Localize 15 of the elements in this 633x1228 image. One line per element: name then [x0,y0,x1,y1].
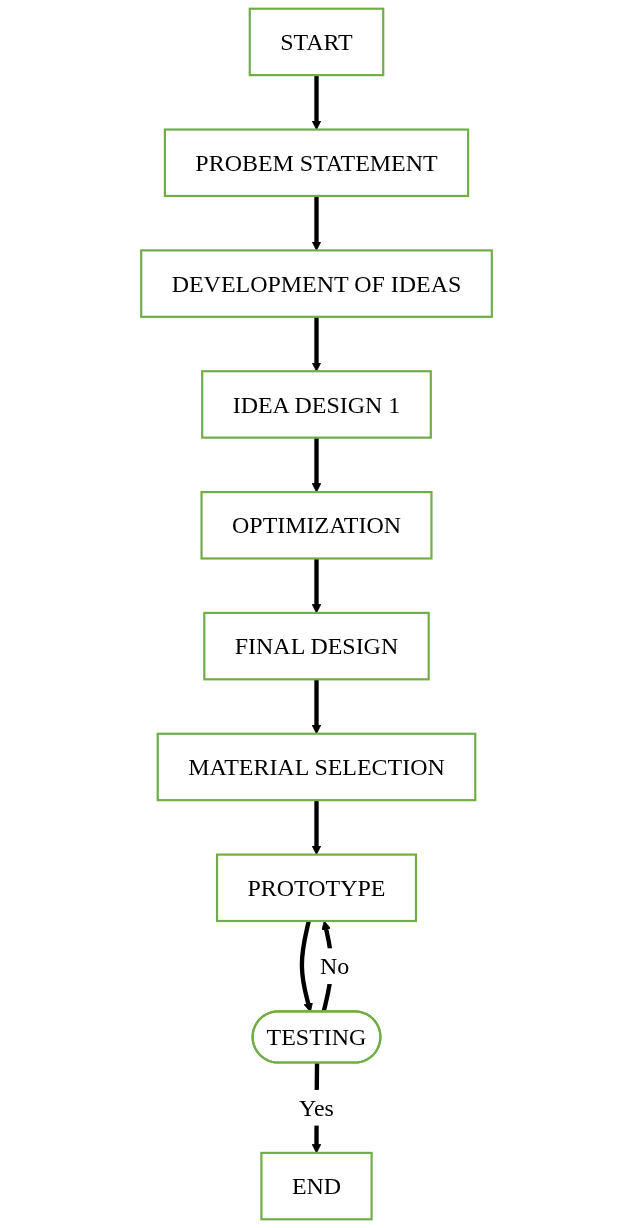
node-box: OPTIMIZATION [200,491,433,560]
edge-label: Yes [299,1094,334,1122]
arrow [311,316,322,372]
node-box: FINAL DESIGN [203,611,430,681]
node-box: START [248,7,385,77]
node-box: PROBEM STATEMENT [163,128,470,198]
node-box: PROTOTYPE [215,853,418,923]
node-box: MATERIAL SELECTION [156,732,477,802]
node-box: END [260,1151,373,1221]
node-box: IDEA DESIGN 1 [201,370,432,439]
node-box: DEVELOPMENT OF IDEAS [140,249,493,318]
edge-label: No [320,952,350,980]
arrow [311,75,322,130]
arrow [311,437,322,493]
arrow [311,195,322,251]
